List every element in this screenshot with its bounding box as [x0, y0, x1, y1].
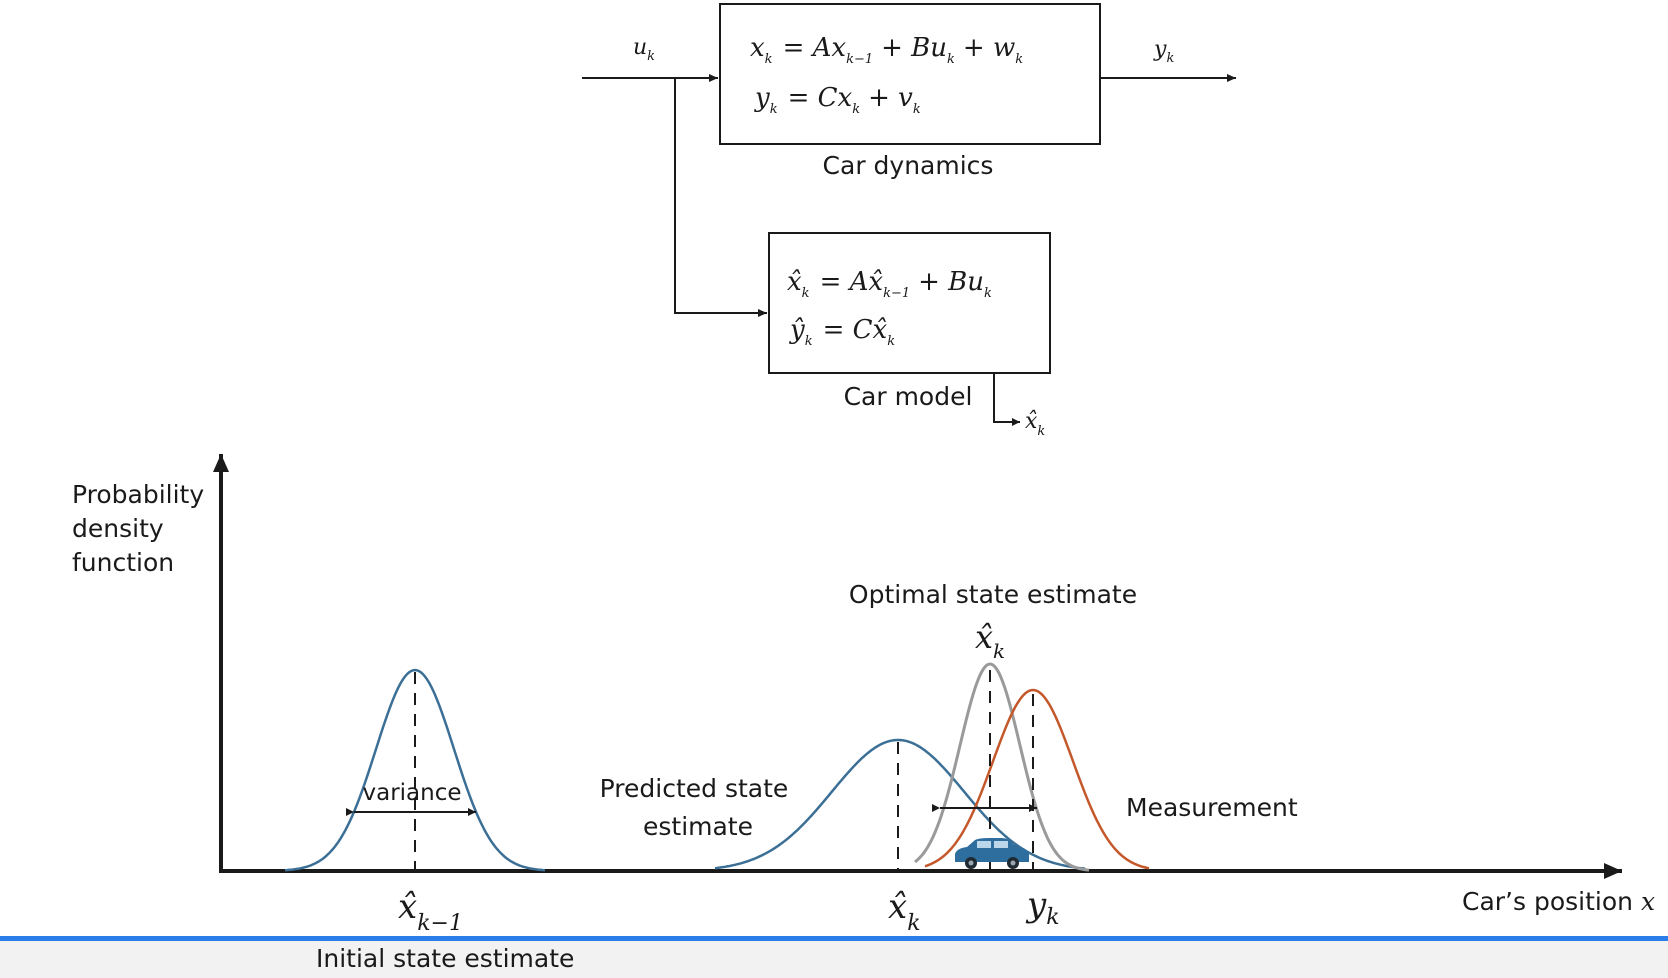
svg-text:x̂k: x̂k — [975, 618, 1005, 663]
output-label: y — [1153, 37, 1167, 62]
tick-measurement-sub: k — [1046, 905, 1059, 930]
input-label: u — [633, 35, 647, 60]
car-dynamics-caption: Car dynamics — [823, 151, 994, 180]
car-dynamics-box — [719, 3, 1101, 145]
tick-initial-estimate-sub: k−1 — [417, 911, 463, 936]
car-model-caption: Car model — [844, 382, 973, 411]
model-output-sub: k — [1037, 424, 1045, 439]
optimal-label: Optimal state estimate — [849, 580, 1137, 609]
optimal-symbol-sub: k — [993, 639, 1005, 663]
y-axis-label-line-3: function — [72, 548, 174, 577]
video-bottom-bar: Initial state estimate — [0, 936, 1668, 978]
measurement-label: Measurement — [1126, 793, 1298, 822]
measurement-curve — [924, 688, 1150, 870]
output-label-sub: k — [1166, 51, 1174, 66]
tick-initial-estimate: x̂ — [398, 887, 417, 927]
block-diagram: uk yk xk= Axk−1+ Buk+ wk yk= Cxk+ vk Car… — [582, 3, 1236, 439]
tick-predicted-estimate-sub: k — [907, 911, 920, 936]
input-label-sub: k — [647, 49, 655, 64]
model-equation-1: x̂k= Ax̂k−1+ Buk — [787, 267, 992, 301]
y-axis-label-line-1: Probability — [72, 480, 204, 509]
tick-measurement: y — [1025, 885, 1047, 925]
initial-state-caption: Initial state estimate — [316, 944, 575, 973]
dynamics-equation-2: yk= Cxk+ vk — [754, 83, 921, 117]
variance-label: variance — [362, 780, 461, 806]
y-axis-label-line-2: density — [72, 514, 164, 543]
predicted-label-line-1: Predicted state — [600, 774, 789, 803]
predicted-label-line-2: estimate — [643, 812, 753, 841]
optimal-symbol: x̂ — [975, 618, 993, 656]
svg-text:uk: uk — [633, 35, 655, 64]
svg-text:x̂k: x̂k — [888, 887, 921, 936]
svg-text:x̂k: x̂k — [1025, 409, 1045, 439]
tick-predicted-estimate: x̂ — [888, 887, 907, 927]
model-equation-2: ŷk= Cx̂k — [789, 315, 895, 349]
dynamics-equation-1: xk= Axk−1+ Buk+ wk — [750, 33, 1023, 67]
car-icon — [955, 838, 1029, 869]
car-model-box — [768, 232, 1051, 374]
svg-text:x̂k−1: x̂k−1 — [398, 887, 463, 936]
svg-text:yk: yk — [1153, 37, 1174, 66]
predicted-estimate-curve — [714, 738, 1086, 870]
model-output-label: x̂ — [1025, 409, 1038, 434]
pdf-plot: Probability density function variance Pr… — [72, 454, 1655, 936]
initial-estimate-curve — [284, 668, 546, 872]
model-output-line — [993, 373, 1020, 426]
svg-text:yk: yk — [1025, 885, 1060, 930]
branch-to-model-line — [674, 78, 767, 317]
